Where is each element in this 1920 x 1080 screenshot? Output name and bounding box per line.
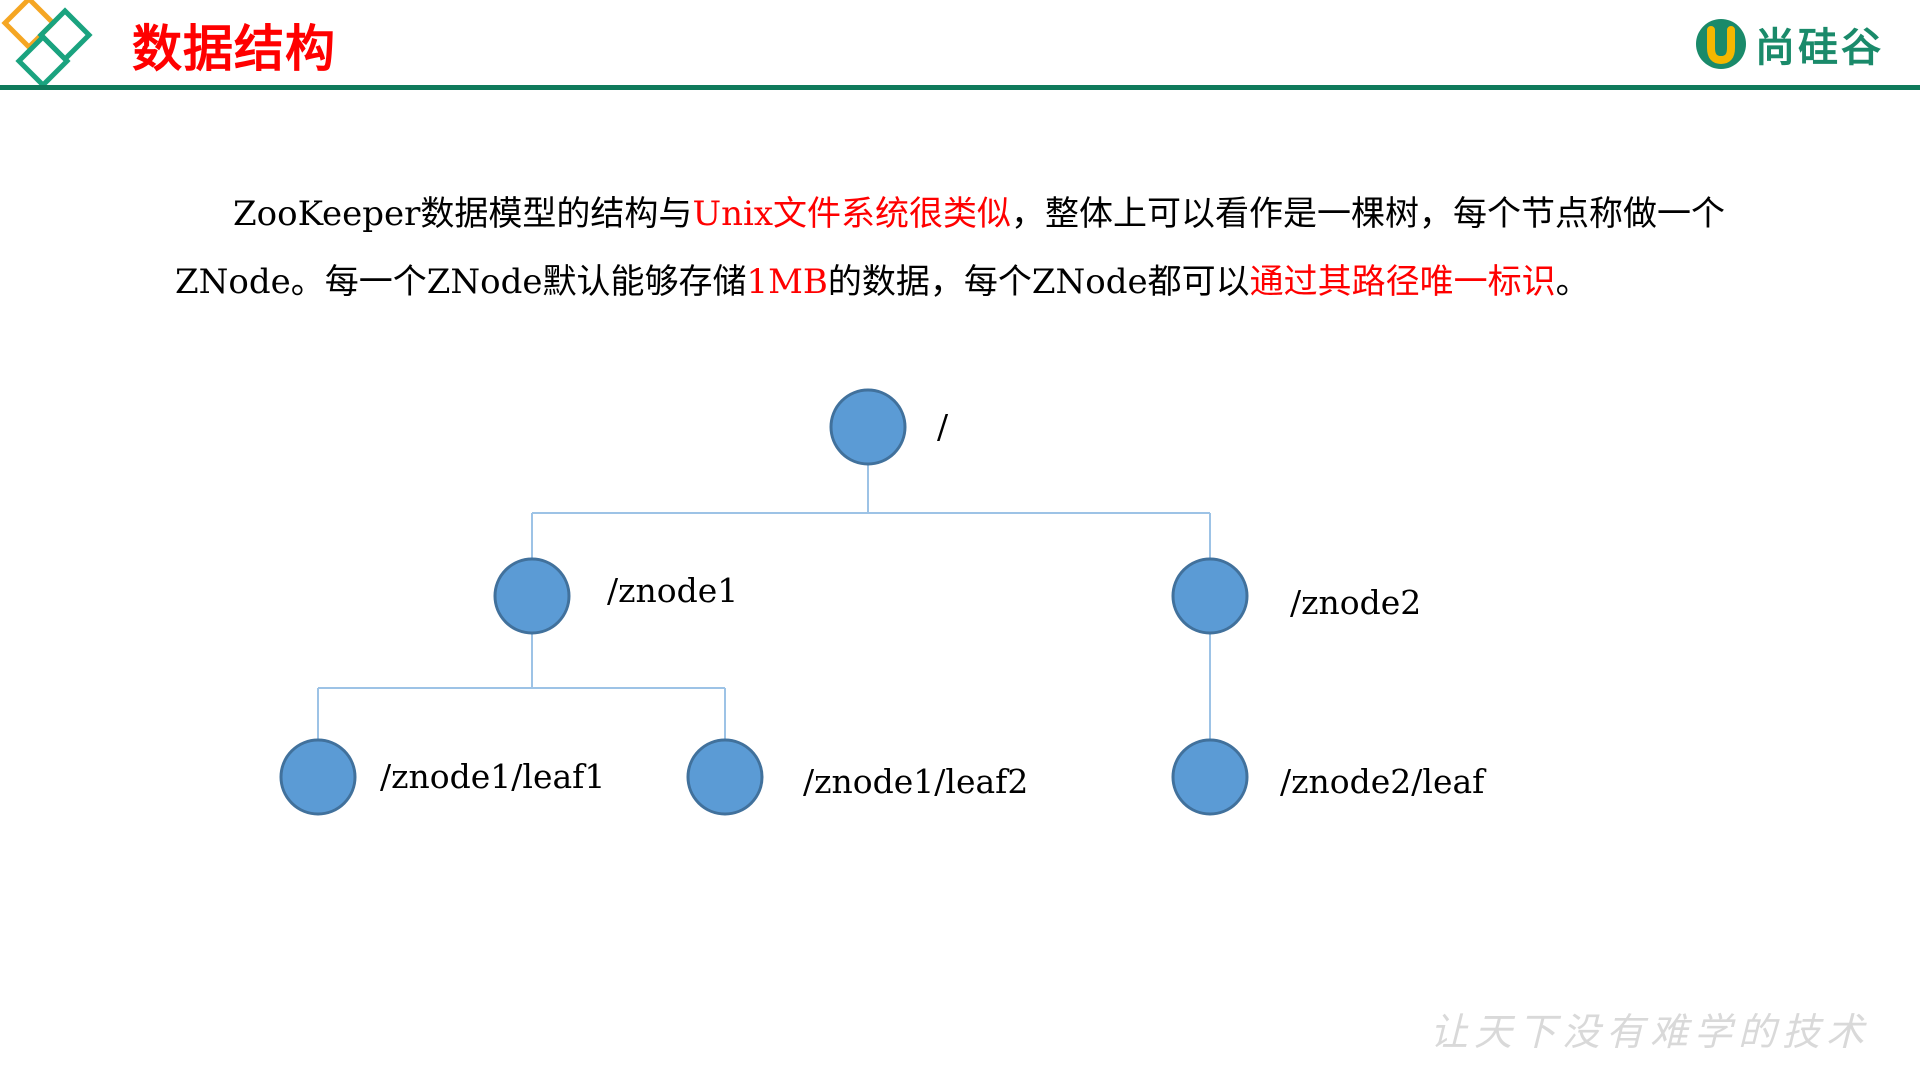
tree-node-label-root: / bbox=[937, 407, 949, 446]
page-title: 数据结构 bbox=[132, 20, 336, 78]
brand-name: 尚硅谷 bbox=[1755, 25, 1884, 71]
description-paragraph: ZooKeeper数据模型的结构与Unix文件系统很类似，整体上可以看作是一棵树… bbox=[175, 180, 1795, 316]
brand-logo: 尚硅谷 bbox=[1693, 16, 1884, 72]
description-highlight: 1MB bbox=[746, 262, 828, 302]
description-segment: ZooKeeper数据模型的结构与 bbox=[233, 194, 693, 234]
tree-node-znode2 bbox=[1171, 557, 1249, 635]
tree-node-label-znode2: /znode2 bbox=[1290, 583, 1421, 622]
description-text: ZooKeeper数据模型的结构与Unix文件系统很类似，整体上可以看作是一棵树… bbox=[175, 180, 1795, 316]
description-highlight: 通过其路径唯一标识 bbox=[1249, 262, 1556, 302]
tree-node-label-leaf3: /znode2/leaf bbox=[1280, 762, 1487, 801]
tree-node-leaf3 bbox=[1171, 738, 1249, 816]
slide-header: 数据结构 尚硅谷 bbox=[0, 0, 1920, 92]
description-segment: ，整体上可以看作是一棵树，每个节点称做一个ZNode。每一个ZNode默认能够存… bbox=[175, 194, 1726, 302]
footer-slogan: 让天下没有难学的技术 bbox=[1429, 1010, 1870, 1054]
tree-node-leaf1 bbox=[279, 738, 357, 816]
tree-node-znode1 bbox=[493, 557, 571, 635]
tree-node-label-leaf1: /znode1/leaf1 bbox=[380, 757, 605, 796]
tree-labels: / /znode1/znode2/znode1/leaf1/znode1/leaf… bbox=[380, 407, 1487, 801]
description-segment: 的数据，每个ZNode都可以 bbox=[827, 262, 1250, 302]
description-segment: 。 bbox=[1555, 262, 1590, 302]
diamond-logo-icon bbox=[1, 0, 93, 89]
header-divider bbox=[0, 85, 1920, 90]
tree-node-root bbox=[829, 388, 907, 466]
description-highlight: Unix文件系统很类似 bbox=[692, 194, 1012, 234]
tree-node-leaf2 bbox=[686, 738, 764, 816]
brand-u-icon bbox=[1696, 19, 1746, 69]
tree-nodes bbox=[279, 388, 1249, 816]
tree-edges bbox=[317, 464, 1211, 740]
tree-node-label-znode1: /znode1 bbox=[607, 571, 738, 610]
tree-node-label-leaf2: /znode1/leaf2 bbox=[803, 762, 1028, 801]
